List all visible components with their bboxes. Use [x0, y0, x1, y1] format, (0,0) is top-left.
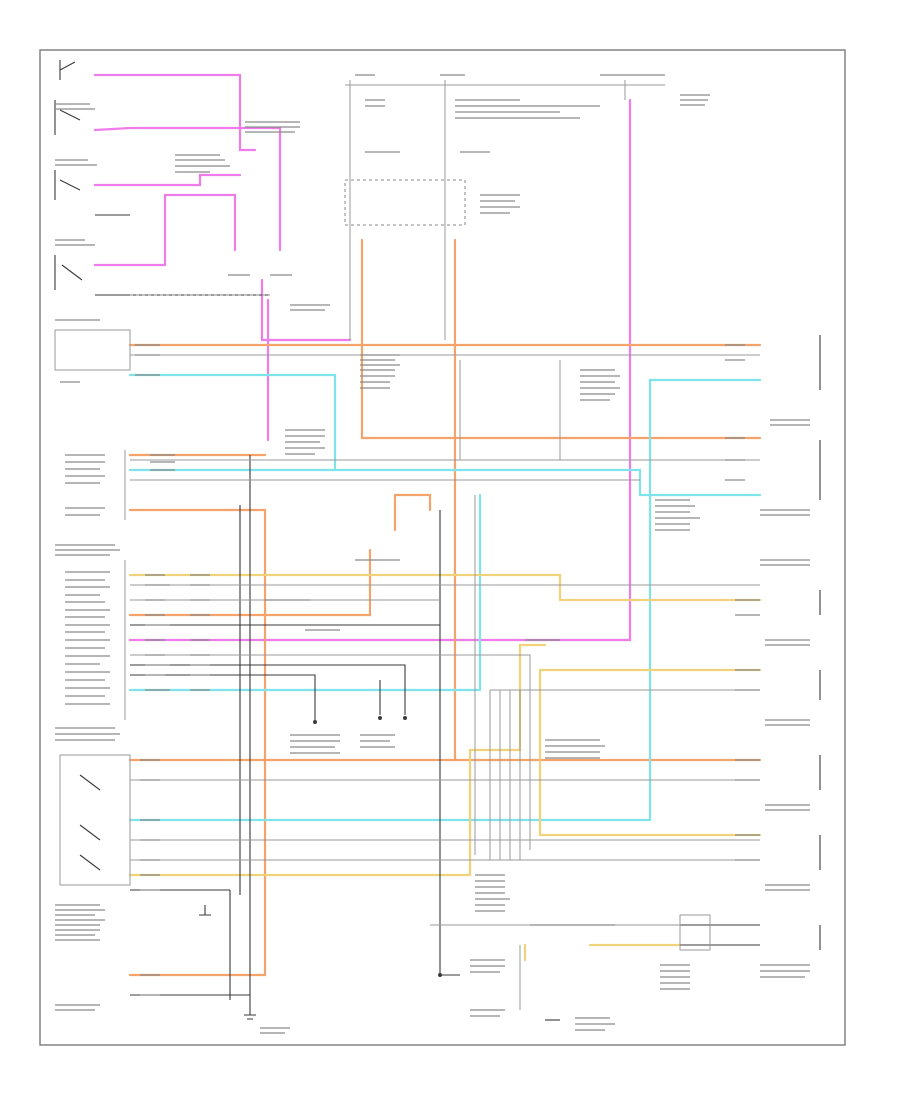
cyan-wires	[128, 373, 762, 822]
gray-wires	[130, 80, 760, 1010]
illegible-labels	[55, 74, 810, 1034]
junction-box	[54, 329, 131, 371]
components	[54, 60, 821, 1020]
black-wires	[95, 214, 760, 1021]
fuse-block	[344, 179, 466, 226]
door-lock-switch-box	[59, 754, 131, 886]
diagram-border	[39, 49, 846, 1046]
rear-relay-box	[679, 914, 711, 951]
orange-wires	[128, 238, 762, 977]
yellow-wires	[128, 573, 762, 962]
pink-wires	[93, 73, 632, 642]
